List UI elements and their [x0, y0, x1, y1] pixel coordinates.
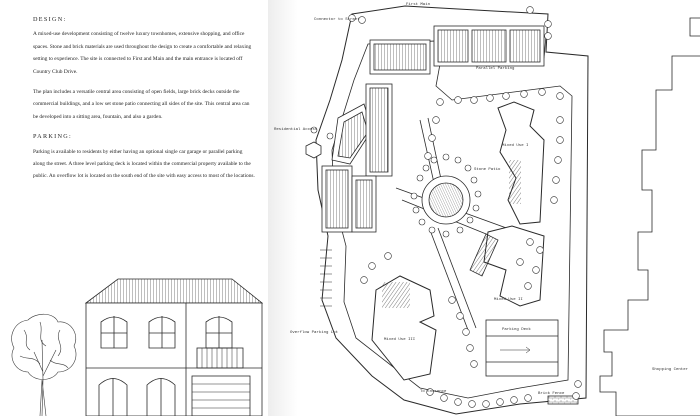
label-entrance: To Entrance: [420, 389, 447, 394]
design-paragraph-2: The plan includes a versatile central ar…: [33, 89, 250, 120]
label-mixed-use-3: Mixed Use III: [384, 337, 415, 342]
trees: [310, 6, 582, 408]
tree-sketch: [11, 313, 77, 416]
label-stone-patio: Stone Patio: [474, 167, 501, 172]
parking-paragraph: Parking is available to residents by eit…: [33, 148, 255, 180]
townhouse-elevation: [84, 278, 264, 416]
label-residential-access: Residential Access: [274, 127, 318, 132]
label-brick-fence: Brick Fence: [538, 391, 565, 396]
page-fold-shadow: [268, 0, 298, 416]
label-connector: Connector to Street: [314, 17, 360, 22]
plan-labels: First Main Connector to Street Parallel …: [274, 2, 689, 396]
label-shopping-center: Shopping Center: [652, 367, 689, 372]
label-first-main: First Main: [406, 2, 431, 7]
label-parallel-parking: Parallel Parking: [476, 66, 515, 71]
site-plan: [305, 5, 700, 416]
label-parking-deck: Parking Deck: [502, 327, 531, 332]
design-paragraph-1: A mixed-use development consisting of tw…: [33, 31, 252, 75]
label-overflow-parking: Overflow Parking Lot: [290, 330, 338, 335]
description-text: DESIGN: A mixed-use development consisti…: [33, 14, 255, 191]
design-heading: DESIGN:: [33, 16, 67, 23]
label-mixed-use-1: Mixed Use I: [502, 143, 528, 148]
parking-heading: PARKING:: [33, 133, 73, 141]
label-mixed-use-2: Mixed Use II: [494, 297, 523, 302]
